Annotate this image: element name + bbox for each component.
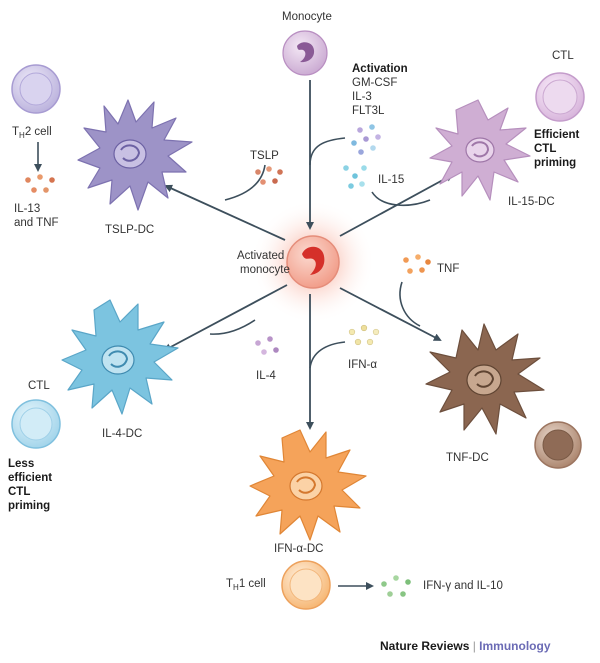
il15-label: IL-15 xyxy=(378,174,404,186)
ifn-dc-cell xyxy=(249,429,367,541)
activation-title: Activation xyxy=(352,63,408,75)
activation-factor-flt3l: FLT3L xyxy=(352,105,385,117)
il15-curve xyxy=(371,191,431,207)
activation-cytokine-dots xyxy=(351,124,381,155)
less-efficient-4: priming xyxy=(8,500,50,512)
tslp-dots xyxy=(255,166,283,185)
efficient-ctl-priming-3: priming xyxy=(534,157,576,169)
less-efficient-2: efficient xyxy=(8,472,52,484)
il4-dc-label: IL-4-DC xyxy=(102,428,142,440)
ifn-alpha-label: IFN-α xyxy=(348,359,377,371)
il15-dots xyxy=(343,165,367,189)
th1-label: TH1 cell xyxy=(226,578,266,592)
il4-label: IL-4 xyxy=(256,370,276,382)
efficient-ctl-priming-1: Efficient xyxy=(534,129,580,141)
tnf-dc-label: TNF-DC xyxy=(446,452,489,464)
tslp-label: TSLP xyxy=(250,150,279,162)
th1-outputs: IFN-γ and IL-10 xyxy=(423,580,503,592)
il15-dc-label: IL-15-DC xyxy=(508,196,555,208)
ctl-top-cell xyxy=(535,72,585,122)
il4-dc-cell xyxy=(61,299,179,415)
activation-factor-gmcsf: GM-CSF xyxy=(352,77,397,89)
activation-curve xyxy=(309,137,346,166)
tnf-dots xyxy=(403,254,431,274)
tnf-curve xyxy=(399,281,421,327)
footer-credit: Nature Reviews | Immunology xyxy=(380,639,551,653)
less-efficient-1: Less xyxy=(8,458,34,470)
tslp-curve xyxy=(224,164,266,201)
tslp-dc-label: TSLP-DC xyxy=(105,224,154,236)
less-efficient-3: CTL xyxy=(8,486,30,498)
th1-cell xyxy=(281,560,331,610)
th2-cell xyxy=(11,64,61,114)
ifn-dots xyxy=(348,324,380,346)
il15-dc-cell xyxy=(429,99,531,201)
th2-outputs-1: IL-13 xyxy=(14,203,40,215)
ctl-bottom-cell xyxy=(11,399,61,449)
tnf-label: TNF xyxy=(437,263,459,275)
tslp-dc-cell xyxy=(77,99,193,211)
monocyte-cell xyxy=(282,30,328,76)
ctl-top-label: CTL xyxy=(552,50,574,62)
th2-outputs-2: and TNF xyxy=(14,217,59,229)
arrow-center-to-tnfdc xyxy=(339,287,442,341)
brown-cell xyxy=(534,421,582,469)
ifn-curve xyxy=(309,341,346,369)
ctl-bottom-label: CTL xyxy=(28,380,50,392)
il4-dots xyxy=(255,336,279,355)
arrow-center-to-il4dc xyxy=(163,284,288,351)
monocyte-label: Monocyte xyxy=(282,11,332,23)
tnf-dc-cell xyxy=(425,323,545,435)
th2-output-dots xyxy=(25,174,55,193)
il4-curve xyxy=(209,319,256,335)
ifn-dc-label: IFN-α-DC xyxy=(274,543,323,555)
activated-monocyte-label-2: monocyte xyxy=(240,264,290,276)
efficient-ctl-priming-2: CTL xyxy=(534,143,556,155)
th1-output-dots xyxy=(381,575,411,597)
th2-label: TH2 cell xyxy=(12,126,52,140)
activated-monocyte-label-1: Activated xyxy=(237,250,284,262)
activation-factor-il3: IL-3 xyxy=(352,91,372,103)
arrow-center-to-tslpdc xyxy=(164,184,286,241)
activated-monocyte-cell xyxy=(286,235,340,289)
